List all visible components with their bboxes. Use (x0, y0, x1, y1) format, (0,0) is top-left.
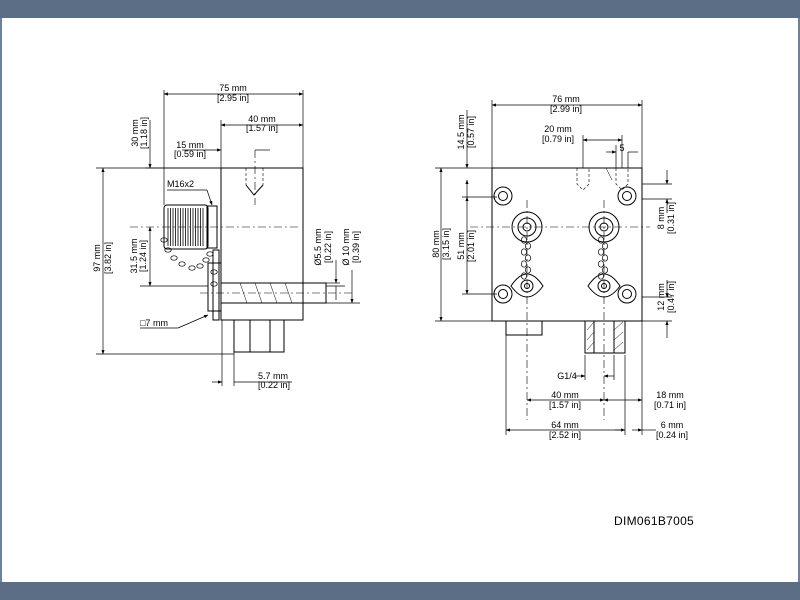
dim-12-mm: 12 mm (656, 283, 666, 311)
front-body-outline (491, 167, 643, 322)
dim-75-mm: 75 mm (219, 83, 247, 93)
dim-40b-in: [1.57 in] (549, 400, 581, 410)
side-body-outline (220, 167, 304, 321)
top-frame-bar (0, 0, 800, 18)
front-view: 76 mm [2.99 in] 20 mm [0.79 in] 5 14.5 m… (431, 94, 688, 440)
dim-6-in: [0.24 in] (656, 430, 688, 440)
square-7-label: □7 mm (140, 318, 168, 328)
dim-80-in: [3.15 in] (441, 228, 451, 260)
left-frame-edge (0, 18, 2, 582)
dim-31-5-in: [1.24 in] (138, 240, 148, 272)
dim-8-mm: 8 mm (656, 207, 666, 230)
side-flange (207, 262, 222, 312)
dim-40-mm: 40 mm (248, 114, 276, 124)
dim-14-5-mm: 14.5 mm (456, 114, 466, 149)
side-cap-nut (163, 204, 209, 250)
side-bottom-port (249, 319, 271, 353)
dim-31-5-mm: 31.5 mm (129, 238, 139, 273)
technical-drawing: 75 mm [2.95 in] 40 mm [1.57 in] 15 mm [0… (92, 83, 688, 440)
dim-20-mm: 20 mm (544, 124, 572, 134)
dim-97-mm: 97 mm (92, 244, 102, 272)
dim-97-in: [3.82 in] (103, 242, 113, 274)
dim-5-7-mm: 5.7 mm (258, 371, 288, 381)
dim-15-in: [0.59 in] (174, 149, 206, 159)
dim-40-in: [1.57 in] (246, 123, 278, 133)
dim-5-7-in: [0.22 in] (258, 380, 290, 390)
dim-76-in: [2.99 in] (550, 104, 582, 114)
side-bottom-stub (233, 319, 285, 353)
right-frame-edge (798, 18, 800, 582)
bottom-frame-bar (0, 582, 800, 600)
dim-30-mm: 30 mm (130, 119, 140, 147)
dim-18-in: [0.71 in] (654, 400, 686, 410)
dim-5: 5 (619, 143, 624, 153)
dim-76-mm: 76 mm (552, 94, 580, 104)
front-bottom-boss-left (505, 320, 543, 336)
dim-dia-5-5-in: [0.22 in] (323, 231, 333, 263)
dim-80-mm: 80 mm (431, 230, 441, 258)
dim-40b-mm: 40 mm (551, 390, 579, 400)
dim-15-mm: 15 mm (176, 140, 204, 150)
dim-51-mm: 51 mm (456, 232, 466, 260)
side-view: 75 mm [2.95 in] 40 mm [1.57 in] 15 mm [0… (92, 83, 361, 390)
dim-dia-10-in: [0.39 in] (351, 231, 361, 263)
dim-18-mm: 18 mm (656, 390, 684, 400)
dim-64-mm: 64 mm (551, 420, 579, 430)
dim-51-in: [2.01 in] (466, 230, 476, 262)
dim-75-in: [2.95 in] (217, 93, 249, 103)
dim-14-5-in: [0.57 in] (466, 116, 476, 148)
dim-20-in: [0.79 in] (542, 134, 574, 144)
port-label: G1/4 (557, 371, 577, 381)
thread-label: M16x2 (167, 179, 194, 189)
dim-64-in: [2.52 in] (549, 430, 581, 440)
dim-12-in: [0.47 in] (666, 281, 676, 313)
drawing-code: DIM061B7005 (614, 514, 695, 528)
dim-dia-10-mm: Ø 10 mm (341, 228, 351, 265)
dim-30-in: [1.18 in] (139, 117, 149, 149)
dim-dia-5-5-mm: Ø5.5 mm (313, 228, 323, 265)
dim-6-mm: 6 mm (661, 420, 684, 430)
dim-8-in: [0.31 in] (666, 202, 676, 234)
